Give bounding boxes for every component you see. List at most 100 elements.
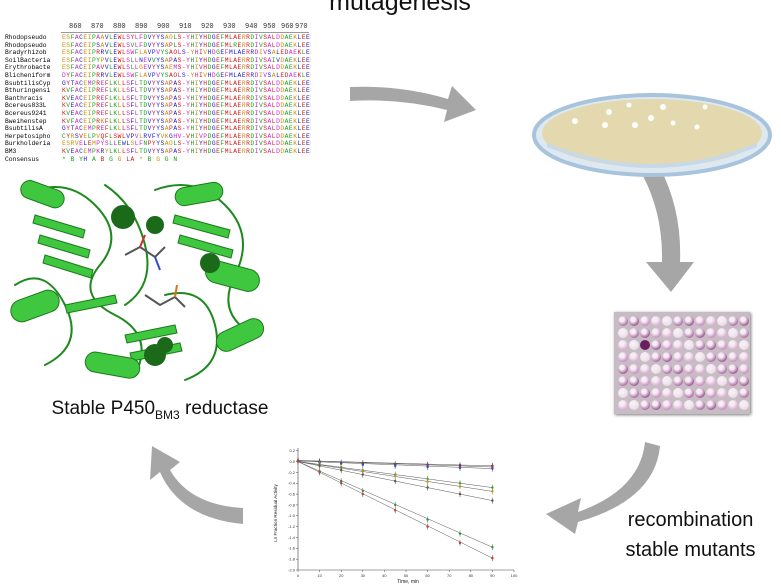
well — [662, 400, 672, 410]
chart-y-tick-label: 0.2 — [289, 448, 295, 453]
well — [651, 400, 661, 410]
ruler-tick: 890 — [135, 23, 148, 31]
well — [662, 364, 672, 374]
alignment-seq: * B YH A B G G LA * B G G N — [62, 155, 178, 163]
alignment-seq-name: Bcereus9241 — [5, 110, 47, 117]
chart-x-tick-label: 60 — [425, 573, 430, 578]
chart-point — [340, 482, 343, 485]
well — [728, 364, 738, 374]
protein-coils — [14, 184, 256, 381]
alignment-seq-name: Consensus — [5, 155, 40, 163]
dish-wall — [547, 143, 757, 168]
alignment-seq: KVFACEIPREFLKLLSFLTDVYYSAPAS-YHIYHDGEFML… — [62, 87, 311, 95]
chart-y-tick-label: -0.6 — [288, 491, 296, 496]
chart-y-tick-label: -1.2 — [288, 524, 296, 529]
chart-x-tick-label: 70 — [447, 573, 452, 578]
well — [640, 352, 650, 362]
ruler-tick: 880 — [113, 23, 126, 31]
well — [739, 352, 749, 362]
ruler-tick: 970 — [295, 23, 308, 31]
mutation-spheres — [111, 205, 220, 366]
well — [640, 328, 650, 338]
well — [728, 316, 738, 326]
stable-reductase-label: Stable P450BM3 reductase — [20, 398, 300, 422]
well — [706, 364, 716, 374]
chart-point — [361, 489, 364, 493]
well — [739, 388, 749, 398]
well — [717, 388, 727, 398]
well — [706, 340, 716, 350]
well — [651, 388, 661, 398]
stable-label-sub: BM3 — [155, 407, 180, 422]
alignment-seq: CYRSVELPVQFLSWLVPVLRVFYVKGHV-VHIVPDGEFML… — [62, 132, 311, 140]
well — [717, 328, 727, 338]
alignment-ruler: 860 870 880 890 900 910 920 930 940 950 … — [5, 22, 311, 32]
well-plate — [614, 312, 750, 414]
chart-x-tick-label: 10 — [317, 573, 322, 578]
stable-label-main: Stable P450 — [51, 398, 156, 419]
well — [651, 328, 661, 338]
well — [717, 364, 727, 374]
well — [695, 328, 705, 338]
well — [640, 388, 650, 398]
well — [629, 376, 639, 386]
chart-y-tick-label: -1.6 — [288, 546, 296, 551]
ruler-tick: 920 — [201, 23, 214, 31]
well — [673, 388, 683, 398]
alignment-seq: KVEACEIPREFLKLLSFLTDVYYSAPAS-YHIYHDGEFML… — [62, 102, 311, 110]
chart-y-tick-label: -2.0 — [288, 567, 296, 572]
alignment-seq: ESRVELEMPYSLLEWLSLFNPYYSAOLS-YHIYHDGEFML… — [62, 140, 311, 148]
well — [728, 340, 738, 350]
well — [695, 388, 705, 398]
alignment-seq-name: Herpetosipho — [5, 132, 51, 140]
chart-x-tick-label: 100 — [511, 573, 518, 578]
well — [739, 316, 749, 326]
chart-x-tick-label: 50 — [404, 573, 409, 578]
well — [618, 364, 628, 374]
ruler-tick: 870 — [91, 23, 104, 31]
dish-agar — [542, 99, 762, 167]
well — [684, 400, 694, 410]
well — [673, 316, 683, 326]
well — [684, 388, 694, 398]
well — [706, 376, 716, 386]
recombination-line: recombination — [627, 509, 754, 531]
well — [728, 328, 738, 338]
well — [684, 316, 694, 326]
chart-point — [394, 509, 397, 512]
well — [629, 400, 639, 410]
chart-y-tick-label: -0.2 — [288, 470, 296, 475]
alignment-seq-name: BsubtilisA — [5, 125, 43, 133]
alignment-seq: KVFACEIPRKFLKLLSFLTDVYYSAPAS-YHIYHDGEFML… — [62, 117, 311, 125]
well — [629, 352, 639, 362]
chart-x-tick-label: 0 — [297, 573, 300, 578]
chart-y-tick-label: -1.4 — [288, 535, 296, 540]
chart-point — [491, 490, 494, 493]
alignment-seq: ESFACEIPYPVLEWLSLLNEVVYSAPAS-YHIYHDGEFML… — [62, 56, 311, 64]
well — [629, 328, 639, 338]
well — [728, 400, 738, 410]
chart-point — [340, 462, 343, 465]
well — [684, 328, 694, 338]
well — [695, 376, 705, 386]
well — [662, 328, 672, 338]
chart-point — [458, 466, 462, 470]
chart-y-tick-label: -1.8 — [288, 557, 296, 562]
chart-point — [491, 499, 494, 502]
alignment-row: Herpetosipho CYRSVELPVQFLSWLVPVLRVFYVKGHV… — [5, 133, 311, 141]
chart-point — [296, 460, 300, 463]
alignment-seq: ESFACEIPRRVLEWLSWFLAVPVYSAOLS-YHIVHDGEFM… — [62, 49, 311, 57]
well — [739, 376, 749, 386]
alignment-seq: DYFACEIPRRVLEWLSWFLAVPVYSAOLS-YHIVHDGEFM… — [62, 72, 311, 79]
well — [717, 340, 727, 350]
chart-point — [458, 541, 462, 545]
well — [695, 364, 705, 374]
well — [739, 364, 749, 374]
